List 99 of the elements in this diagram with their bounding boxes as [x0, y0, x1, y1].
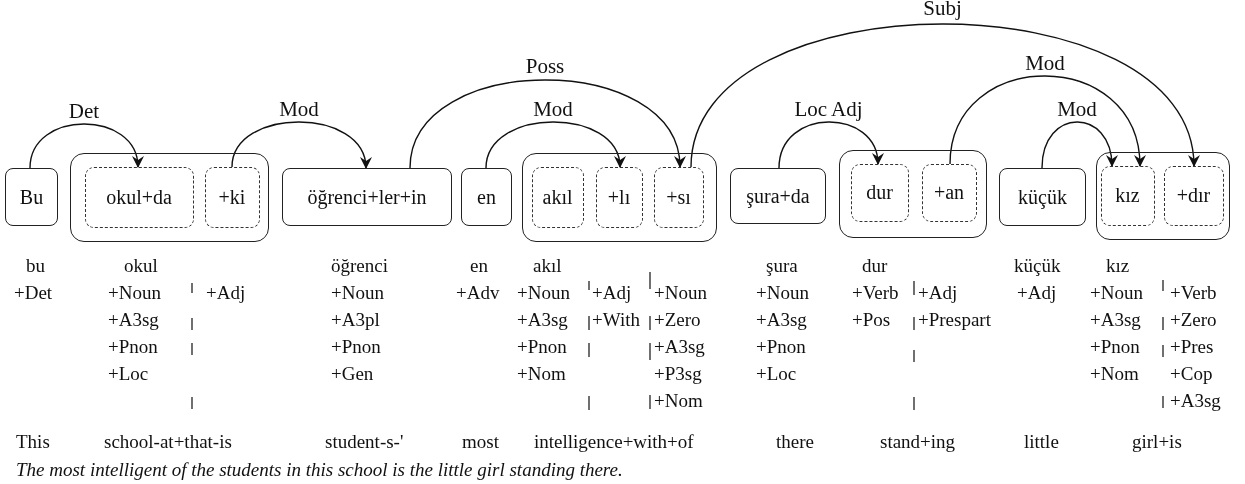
morph-analysis-text: +Loc: [756, 364, 797, 385]
morph-analysis-text: +Pnon: [756, 337, 806, 358]
morph-analysis-text: +Nom: [517, 364, 566, 385]
morph-analysis-text: +Noun: [108, 283, 161, 304]
morph-analysis-text: +P3sg: [654, 364, 702, 385]
morph-analysis-text: +A3sg: [756, 310, 807, 331]
word-text: +an: [933, 181, 965, 204]
word-text: +dır: [1176, 184, 1211, 207]
group-box: [839, 150, 987, 238]
morph-analysis-text: +Noun: [517, 283, 570, 304]
morpheme-box: [850, 163, 909, 222]
morph-analysis-text: +A3sg: [108, 310, 159, 331]
word-box: [282, 168, 452, 226]
morpheme-box: [204, 166, 260, 228]
morph-analysis-text: en: [470, 256, 488, 277]
morph-analysis-text: kız: [1106, 256, 1130, 277]
morph-analysis-text: +Adj: [1017, 283, 1057, 304]
morpheme-box: [595, 166, 643, 228]
morph-analysis-text: +A3sg: [1090, 310, 1141, 331]
group-box: [70, 153, 269, 242]
morph-analysis-text: +Adj: [918, 283, 958, 304]
dependency-arc: [778, 121, 883, 169]
morph-analysis-text: +Zero: [654, 310, 701, 331]
morph-analysis-text: +Verb: [852, 283, 899, 304]
morph-analysis-text: +Pnon: [331, 337, 381, 358]
morph-analysis-text: şura: [766, 256, 798, 277]
dependency-arc: [485, 121, 624, 169]
morph-analysis-text: +Pnon: [1090, 337, 1140, 358]
morph-analysis-text: +Noun: [654, 283, 707, 304]
gloss-text: most: [462, 432, 499, 453]
dependency-arc: [231, 121, 370, 169]
group-box: [522, 153, 717, 242]
dependency-arc: [949, 75, 1145, 167]
morpheme-box: [531, 166, 584, 228]
morph-analysis-text: +Loc: [108, 364, 149, 385]
morpheme-box: [921, 163, 977, 222]
morph-analysis-text: +Zero: [1170, 310, 1217, 331]
morpheme-box: [653, 166, 704, 228]
morph-analysis-text: +Adj: [592, 283, 632, 304]
word-text: öğrenci+ler+in: [307, 185, 427, 209]
morph-analysis-text: akıl: [533, 256, 562, 277]
word-text: +lı: [607, 185, 631, 209]
morpheme-box: [1100, 165, 1155, 226]
word-text: akıl: [542, 185, 573, 209]
translation-caption: The most intelligent of the students in this school is the little girl standing there.: [16, 459, 623, 481]
word-text: en: [477, 185, 496, 209]
morpheme-box: [84, 166, 194, 228]
morph-analysis-text: +Det: [14, 283, 53, 304]
morph-analysis-text: +Pnon: [517, 337, 567, 358]
word-text: şura+da: [746, 184, 810, 208]
gloss-text: little: [1024, 432, 1059, 453]
gloss-text: there: [776, 432, 814, 453]
word-box: [461, 168, 512, 226]
morph-analysis-text: +Pres: [1170, 337, 1214, 358]
word-text: Bu: [19, 185, 44, 209]
morph-analysis-text: okul: [124, 256, 158, 277]
word-text: küçük: [1018, 185, 1067, 209]
morph-analysis-text: +Verb: [1170, 283, 1217, 304]
morph-analysis-text: +A3sg: [1170, 391, 1221, 412]
morph-analysis-text: dur: [862, 256, 888, 277]
morph-analysis-text: +Noun: [331, 283, 384, 304]
morph-analysis-text: +Gen: [331, 364, 374, 385]
morph-analysis-text: +Prespart: [918, 310, 991, 331]
morph-analysis-text: +Cop: [1170, 364, 1213, 385]
morph-analysis-text: +With: [592, 310, 640, 331]
gloss-text: girl+is: [1132, 432, 1182, 453]
morph-analysis-text: +Nom: [1090, 364, 1139, 385]
morph-analysis-text: öğrenci: [331, 256, 388, 277]
gloss-text: intelligence+with+of: [534, 432, 694, 453]
morph-analysis-text: küçük: [1014, 256, 1061, 277]
gloss-text: stand+ing: [880, 432, 956, 453]
morph-analysis-text: +Pnon: [108, 337, 158, 358]
morph-analysis-text: +A3pl: [331, 310, 380, 331]
gloss-text: This: [16, 432, 50, 453]
morph-analysis-text: +Nom: [654, 391, 703, 412]
morph-analysis-text: +Noun: [756, 283, 809, 304]
word-text: okul+da: [106, 185, 172, 209]
morph-analysis-text: +A3sg: [517, 310, 568, 331]
word-text: kız: [1115, 184, 1140, 207]
gloss-text: student-s-': [325, 432, 404, 453]
morph-analysis-text: +A3sg: [654, 337, 705, 358]
word-text: +sı: [666, 185, 691, 209]
group-box: [1096, 152, 1230, 240]
morph-analysis-text: bu: [26, 256, 45, 277]
word-box: [5, 168, 58, 226]
morph-analysis-text: +Adj: [206, 283, 246, 304]
morph-analysis-text: +Adv: [456, 283, 500, 304]
gloss-text: school-at+that-is: [104, 432, 232, 453]
word-text: +ki: [218, 185, 246, 209]
morpheme-box: [1163, 165, 1224, 226]
word-text: dur: [866, 181, 893, 204]
dependency-arc: [29, 123, 143, 169]
word-box: [999, 168, 1086, 226]
morph-analysis-text: +Noun: [1090, 283, 1143, 304]
morph-analysis-text: +Pos: [852, 310, 891, 331]
dependency-arc: [690, 23, 1198, 168]
dependency-arc: [409, 79, 684, 169]
word-box: [730, 168, 826, 224]
dependency-arc: [1041, 121, 1117, 169]
